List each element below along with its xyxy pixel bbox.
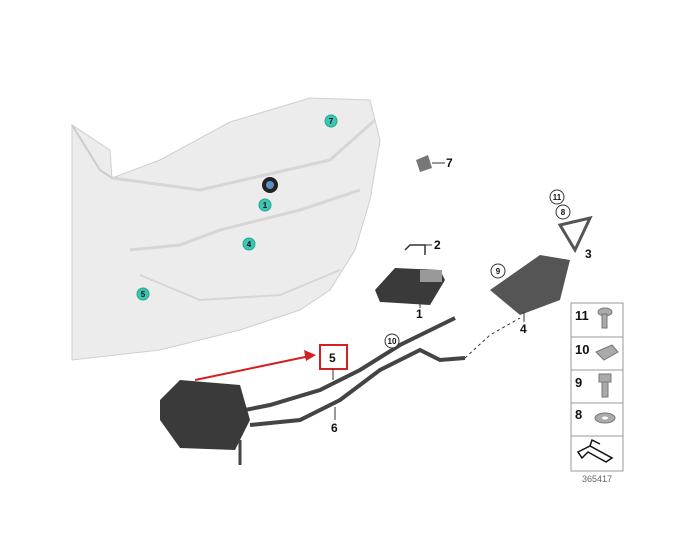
legend-8: 8 — [575, 407, 582, 422]
direction-arrow-icon — [576, 438, 614, 463]
washer-icon — [602, 416, 608, 420]
legend-11: 11 — [575, 308, 589, 323]
actuator-part — [160, 380, 250, 450]
cable-5 — [244, 316, 456, 412]
switch-plate — [420, 270, 442, 282]
label-10-circle — [384, 333, 400, 349]
label-8-circle — [555, 204, 571, 220]
striker-part — [557, 215, 593, 254]
callout-5: 5 — [136, 287, 150, 301]
dashed-connection-line — [464, 317, 521, 359]
label-5: 5 — [329, 351, 336, 365]
callout-7-text: 7 — [329, 117, 334, 126]
label-2: 2 — [434, 238, 441, 252]
clip-part — [416, 155, 432, 172]
callout-5-text: 5 — [141, 290, 146, 299]
callout-1: 1 — [258, 198, 272, 212]
clip-icon — [595, 344, 619, 361]
label-11-circle — [549, 189, 565, 205]
bolt-icon — [601, 381, 609, 398]
cable-6 — [249, 347, 466, 427]
callout-4-text: 4 — [247, 240, 252, 249]
label-9: 9 — [496, 267, 501, 276]
highlight-arrowhead — [304, 350, 316, 361]
label-4: 4 — [520, 322, 527, 336]
legend-icons — [594, 307, 619, 424]
label-11: 11 — [553, 193, 562, 202]
legend-9: 9 — [575, 375, 582, 390]
legend-10: 10 — [575, 342, 589, 357]
parts-legend — [570, 302, 624, 472]
label-1: 1 — [416, 307, 423, 321]
callout-1-text: 1 — [263, 201, 268, 210]
label-10: 10 — [388, 337, 397, 346]
highlight-arrow — [194, 355, 311, 381]
screw-icon — [601, 313, 608, 329]
label-3: 3 — [585, 247, 592, 261]
label-8: 8 — [561, 208, 566, 217]
label-7: 7 — [446, 156, 453, 170]
label-9-circle — [490, 263, 506, 279]
label-6: 6 — [331, 421, 338, 435]
rear-bumper — [71, 97, 381, 361]
diagram-number: 365417 — [582, 474, 612, 484]
callout-4: 4 — [242, 237, 256, 251]
bracket-part — [404, 244, 426, 255]
lock-part — [490, 255, 570, 315]
legend-cell — [570, 435, 624, 472]
callout-7: 7 — [324, 114, 338, 128]
bolt-icon — [598, 373, 612, 383]
